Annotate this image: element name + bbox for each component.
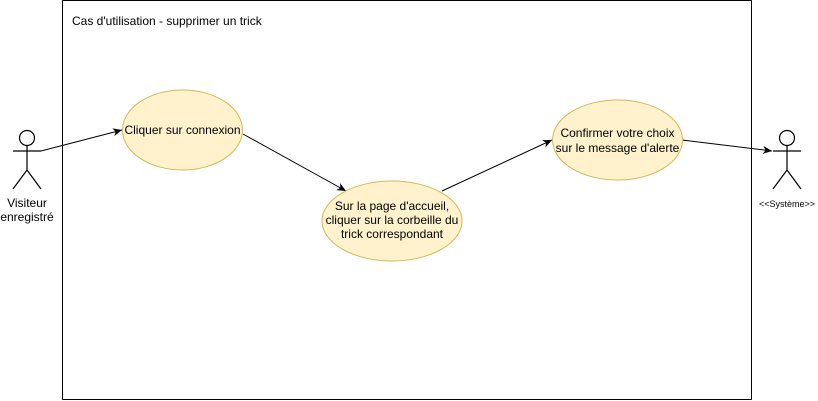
actor-visitor[interactable]: Visiteur enregistré [0,129,54,225]
connector-corbeille-to-confirmer [441,139,553,192]
connector-confirmer-to-system [681,139,773,154]
actor-system-label: <<Système>> [759,199,815,209]
use-case-corbeille[interactable]: Sur la page d'accueil, cliquer sur la co… [321,180,463,262]
use-case-corbeille-label-3: trick correspondant [341,227,444,241]
use-case-connexion[interactable]: Cliquer sur connexion [122,89,243,171]
actor-system-head [778,129,796,147]
system-boundary-title: Cas d'utilisation - supprimer un trick [72,14,263,28]
use-case-connexion-shape [122,89,243,171]
use-case-corbeille-shape [321,180,463,262]
actor-system[interactable]: <<Système>> [759,129,815,210]
connector-connexion-to-corbeille [242,133,347,192]
use-case-corbeille-label-1: Sur la page d'accueil, [335,199,449,213]
connector-visitor-to-connexion [40,128,123,152]
use-case-corbeille-label-2: cliquer sur la corbeille du [326,213,459,227]
use-case-confirmer-label-1: Confirmer votre choix [560,126,674,140]
actor-visitor-label-2: enregistré [0,210,54,224]
actor-visitor-head [18,129,36,147]
use-case-confirmer[interactable]: Confirmer votre choix sur le message d'a… [552,99,683,181]
use-case-confirmer-label-2: sur le message d'alerte [556,141,680,155]
use-case-connexion-label: Cliquer sur connexion [124,123,240,137]
actor-visitor-label-1: Visiteur [7,196,47,210]
use-case-confirmer-shape [552,99,683,181]
